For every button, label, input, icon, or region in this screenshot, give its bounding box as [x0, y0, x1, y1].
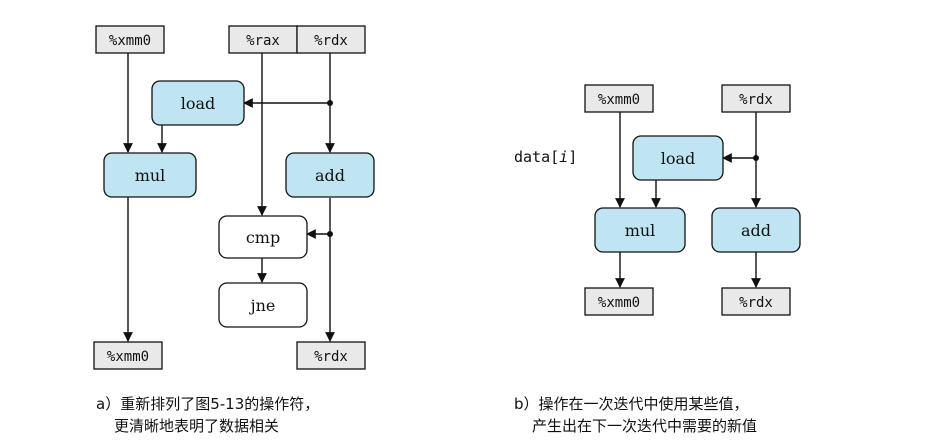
register-label: %xmm0 — [107, 349, 149, 365]
register-label: %xmm0 — [109, 33, 151, 49]
op-label: load — [661, 149, 696, 168]
register-label: %rax — [246, 33, 280, 49]
caption-a-label: a） — [96, 395, 121, 413]
op-mul-a: mul — [103, 152, 197, 198]
op-label: mul — [135, 166, 166, 185]
caption-a: a）重新排列了图5-13的操作符， 更清晰地表明了数据相关 — [96, 393, 319, 437]
op-load-b: load — [632, 135, 724, 181]
caption-b-line2: 产生出在下一次迭代中需要的新值 — [532, 417, 758, 435]
caption-b: b）操作在一次迭代中使用某些值， 产生出在下一次迭代中需要的新值 — [514, 393, 757, 437]
register-label: %xmm0 — [598, 92, 640, 108]
register-label: %xmm0 — [598, 295, 640, 311]
register-rdx-bottom: %rdx — [296, 341, 366, 370]
op-cmp-a: cmp — [218, 215, 308, 259]
op-label: add — [315, 166, 345, 185]
register-label: %rdx — [314, 349, 348, 365]
diagram-a: %xmm0 %rax %rdx load mul add cmp — [93, 25, 375, 370]
caption-b-text1: 操作在一次迭代中使用某些值， — [538, 395, 749, 413]
register-label: %rdx — [739, 295, 773, 311]
data-label-index: i — [559, 148, 568, 166]
junction-dot — [753, 155, 759, 161]
op-label: cmp — [246, 228, 280, 247]
op-label: add — [741, 221, 771, 240]
caption-a-text1: 重新排列了图5-13的操作符， — [120, 395, 320, 413]
diagram-a-connectors — [123, 53, 335, 342]
junction-dot — [327, 100, 333, 106]
op-label: load — [181, 94, 216, 113]
data-label-close: ] — [568, 148, 577, 166]
caption-b-label: b） — [514, 395, 539, 413]
caption-b-line1: b）操作在一次迭代中使用某些值， — [514, 393, 757, 415]
diagram-b: %xmm0 %rdx data[i] load mul add %xmm0 %r… — [514, 84, 801, 316]
register-label: %rdx — [739, 92, 773, 108]
register-label: %rdx — [314, 33, 348, 49]
register-rdx-bottom-b: %rdx — [721, 287, 791, 316]
register-rdx-top-b: %rdx — [721, 84, 791, 113]
register-rdx-top: %rdx — [296, 25, 366, 54]
op-label: jne — [249, 296, 276, 315]
caption-a-line1: a）重新排列了图5-13的操作符， — [96, 393, 319, 415]
register-xmm0-top-b: %xmm0 — [584, 84, 654, 113]
data-label-prefix: data[ — [514, 148, 559, 166]
register-xmm0-bottom-b: %xmm0 — [584, 287, 654, 316]
register-rax-top: %rax — [228, 25, 298, 54]
diagram-b-connectors — [615, 112, 761, 288]
caption-a-line2: 更清晰地表明了数据相关 — [114, 417, 280, 435]
op-add-a: add — [285, 152, 375, 198]
op-label: mul — [625, 221, 656, 240]
data-index-label: data[i] — [514, 148, 577, 166]
register-xmm0-bottom: %xmm0 — [93, 341, 163, 370]
junction-dot — [327, 231, 333, 237]
op-mul-b: mul — [594, 207, 686, 253]
register-xmm0-top: %xmm0 — [95, 25, 165, 54]
op-add-b: add — [711, 207, 801, 253]
op-jne-a: jne — [218, 282, 308, 328]
op-load-a: load — [151, 80, 245, 126]
